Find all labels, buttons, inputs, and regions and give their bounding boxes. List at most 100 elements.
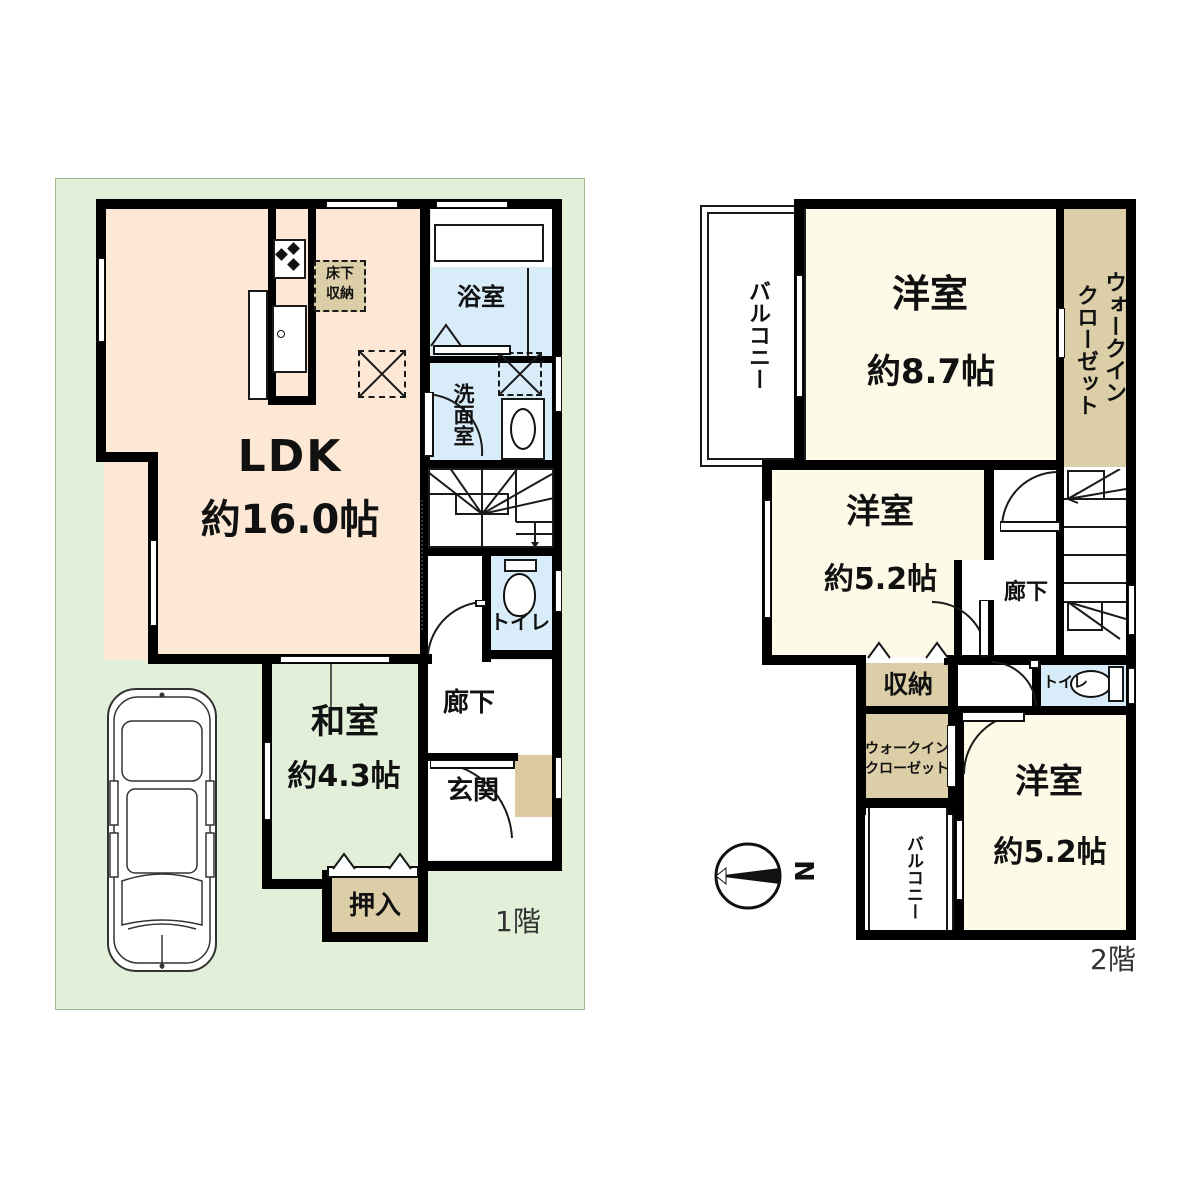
wall-f1-spine <box>418 654 428 870</box>
room-label-toilet1: トイレ <box>490 610 550 634</box>
room-rouka2b-fill <box>960 560 1062 657</box>
wall-f1-oshiire-right <box>418 860 428 942</box>
room-label-wic-top-col1: クローゼット <box>1073 284 1098 416</box>
wall-f2-corr-bottom <box>954 655 1136 665</box>
room-label-yoshitsu-main-name: 洋室 <box>891 272 968 316</box>
bath-drain-line <box>433 345 511 355</box>
wash-basin-bowl <box>510 408 536 450</box>
wall-f2-wiclow-bottom <box>856 798 958 808</box>
room-yokushitsu-fill <box>431 267 553 360</box>
ldk-ceiling-unit <box>358 350 406 398</box>
compass-north-icon <box>714 842 782 910</box>
wall-f2-mid-bottom <box>762 655 862 665</box>
room-wic-low-fill <box>862 713 954 805</box>
kitchen-sink-icon <box>272 305 307 373</box>
room-yoshitsu-low-fill <box>960 713 1132 935</box>
floor1-label: 1階 <box>495 905 541 938</box>
room-label-rouka2: 廊下 <box>1003 580 1048 605</box>
underfloor-storage-label-2: 収納 <box>326 286 354 302</box>
room-label-senmen: 洗面室 <box>451 382 475 446</box>
wall-f1-toilet-bottom <box>482 650 562 659</box>
room-oshiire-fill <box>327 875 424 937</box>
staircase-steps <box>428 468 554 548</box>
wall-f1-bath-bottom <box>420 356 562 363</box>
stairs1-fill <box>431 466 553 554</box>
wall-f1-toilet-left <box>482 547 491 659</box>
room-label-shuunou: 収納 <box>882 670 933 699</box>
f2-toilet-door-swing-icon <box>991 660 1040 707</box>
window-f1-west-lower <box>150 540 157 626</box>
window-f2-main-west <box>796 275 803 397</box>
underfloor-storage-label-1: 床下 <box>326 266 354 282</box>
window-f2-mid-west <box>764 500 771 618</box>
wall-f1-genkan-top <box>418 753 518 761</box>
balcony-top-inner <box>707 212 799 460</box>
wall-f2-low-right <box>1126 706 1136 940</box>
bathtub-icon <box>527 268 554 356</box>
rouka-door-swing-icon <box>427 600 486 655</box>
wall-f1-oshiire-bottom <box>322 932 428 942</box>
wall-f2-balcony-low-bottom <box>856 930 958 940</box>
window-f1-east-genkan <box>555 757 562 799</box>
washroom-ceiling-unit <box>498 352 542 396</box>
ldk-ceiling-cross-icon <box>359 351 405 397</box>
oshiire-door-arrow-icon <box>332 852 412 870</box>
window-f1-east-toilet <box>555 570 562 612</box>
window-f1-east-washroom <box>555 356 562 412</box>
room-wic-top-fill <box>1062 205 1130 467</box>
wall-f1-washroom-bottom <box>420 460 562 469</box>
wall-f1-oshiire-left <box>322 870 332 942</box>
compass-label-north: N <box>788 860 818 882</box>
f2-closet-door-arrow-icon <box>867 641 949 659</box>
room-label-ldk-area: 約16.0帖 <box>200 497 380 543</box>
room-label-yoshitsu-mid-area: 約5.2帖 <box>823 562 938 597</box>
genkan-door-swing-icon <box>430 760 515 839</box>
wall-f2-corr-left <box>954 560 962 660</box>
room-label-genkan: 玄関 <box>446 776 499 806</box>
wall-f2-stair-left <box>1056 467 1064 662</box>
window-f1-ldk-east-slider <box>421 500 427 630</box>
room-shuunou-fill <box>862 663 954 713</box>
room-label-balcony-top: バルコニー <box>745 280 770 390</box>
car-top-view-icon <box>107 688 217 972</box>
wall-f2-mid-top <box>762 460 804 470</box>
wall-f2-mid-right <box>984 460 994 560</box>
window-f2-stairs-east <box>1128 585 1135 635</box>
room-label-balcony-low: バルコニー <box>903 834 923 920</box>
wall-f1-ldk-bottom <box>148 654 272 664</box>
f2-staircase-icon <box>1064 469 1126 640</box>
washitsu-upper-line <box>330 664 332 708</box>
room-label-yoshitsu-mid-name: 洋室 <box>846 492 914 532</box>
wall-f2-toilet-bottom <box>954 706 1136 715</box>
bath-corner-icon <box>430 323 462 347</box>
toilet-bowl-icon <box>503 573 536 617</box>
window-f2-toilet-east <box>1128 668 1135 704</box>
sink-faucet-icon <box>277 330 285 338</box>
f2-mid-door-swing-icon <box>931 600 988 657</box>
window-f2-low-west <box>956 820 963 900</box>
floor2-label: 2階 <box>1090 943 1136 976</box>
senmen-door-swing-icon <box>424 392 484 457</box>
kitchen-counter <box>248 290 268 400</box>
room-label-ldk-name: LDK <box>237 431 343 482</box>
room-label-wic-low-1: ウォークイン <box>865 741 949 757</box>
wall-f1-kitchen-right <box>308 207 316 405</box>
wall-f1-genkan-bottom <box>418 861 562 871</box>
room-label-rouka1: 廊下 <box>442 688 495 718</box>
room-yoshitsu-main-fill <box>800 205 1062 467</box>
wall-f2-main-bottom <box>794 460 1064 470</box>
room-label-yoshitsu-low-area: 約5.2帖 <box>993 835 1107 870</box>
room-label-oshiire: 押入 <box>348 891 401 921</box>
wall-f1-kitchen-bottom <box>268 396 316 405</box>
room-yoshitsu-mid-fill <box>768 467 990 657</box>
wall-f2-top <box>794 199 1136 209</box>
window-f1-ldk-south <box>280 656 390 663</box>
room-label-washitsu-name: 和室 <box>311 702 379 742</box>
f2-low-door-swing-icon <box>962 712 1025 775</box>
window-f1-north-b <box>436 201 508 208</box>
wall-f2-balcony-low-left <box>856 800 865 940</box>
f2-toilet-tank-icon <box>1108 666 1124 702</box>
wall-f2-right <box>1126 199 1136 739</box>
wall-f2-mid-right-b <box>984 600 994 660</box>
window-f1-north-a <box>326 201 398 208</box>
